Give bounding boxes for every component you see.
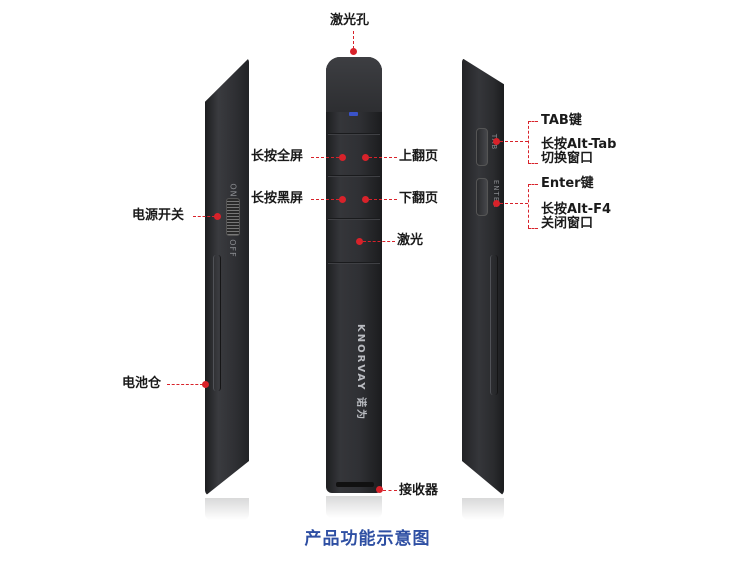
callout-line (528, 121, 538, 122)
callout-line (311, 157, 339, 158)
callout-line (193, 216, 215, 217)
callout-dot (493, 200, 500, 207)
callout-dot (362, 154, 369, 161)
switch-on-label: ON (228, 183, 238, 198)
callout-dot (350, 48, 357, 55)
diagram-caption: 产品功能示意图 (304, 529, 431, 549)
callout-dot (493, 138, 500, 145)
callout-page-down: 下翻页 (399, 191, 439, 206)
callout-receiver: 接收器 (399, 483, 439, 498)
callout-enter-key: Enter键 (541, 176, 594, 191)
callout-line (363, 241, 395, 242)
callout-dot (214, 213, 221, 220)
callout-dot (339, 196, 346, 203)
callout-enter-long-desc: 关闭窗口 (541, 216, 594, 231)
right-reflection (462, 498, 504, 520)
callout-long-press-black: 长按黑屏 (251, 191, 304, 206)
callout-line (528, 228, 538, 229)
callout-line (528, 184, 538, 185)
tab-side-button (476, 128, 488, 166)
battery-compartment-seam (213, 255, 221, 391)
callout-line (167, 384, 203, 385)
power-switch (226, 198, 240, 236)
button-divider (328, 133, 380, 135)
button-divider (328, 175, 380, 177)
callout-laser-hole: 激光孔 (330, 13, 370, 28)
device-left-side (205, 58, 249, 496)
callout-laser: 激光 (397, 233, 424, 248)
button-divider (328, 262, 380, 264)
callout-dot (356, 238, 363, 245)
callout-dot (202, 381, 209, 388)
callout-line (500, 203, 528, 204)
callout-bracket (528, 121, 529, 163)
switch-off-label: OFF (227, 239, 237, 258)
callout-tab-key: TAB键 (541, 113, 582, 128)
callout-tab-long-desc: 切换窗口 (541, 151, 594, 166)
brand-logo: KNORVAY 诺为 (354, 324, 366, 421)
callout-page-up: 上翻页 (399, 149, 439, 164)
callout-battery: 电池仓 (122, 376, 162, 391)
callout-power-switch: 电源开关 (132, 208, 185, 223)
button-divider (328, 218, 380, 220)
callout-long-press-fullscreen: 长按全屏 (251, 149, 304, 164)
callout-line (528, 163, 538, 164)
right-seam (490, 255, 498, 395)
callout-line (500, 141, 528, 142)
usb-receiver-slot (336, 482, 374, 487)
laser-led-icon (349, 112, 358, 116)
front-reflection (326, 496, 382, 518)
callout-line (383, 490, 397, 491)
device-front-cap (326, 57, 382, 112)
device-front (326, 57, 382, 493)
enter-side-button (476, 178, 488, 216)
callout-line (369, 199, 397, 200)
callout-dot (339, 154, 346, 161)
callout-dot (362, 196, 369, 203)
left-reflection (205, 498, 249, 520)
callout-line (369, 157, 397, 158)
callout-dot (376, 486, 383, 493)
callout-tab-long-press: 长按Alt-Tab (541, 137, 617, 152)
callout-bracket (528, 184, 529, 228)
callout-enter-long-press: 长按Alt-F4 (541, 202, 612, 217)
callout-line (353, 31, 354, 49)
callout-line (311, 199, 339, 200)
